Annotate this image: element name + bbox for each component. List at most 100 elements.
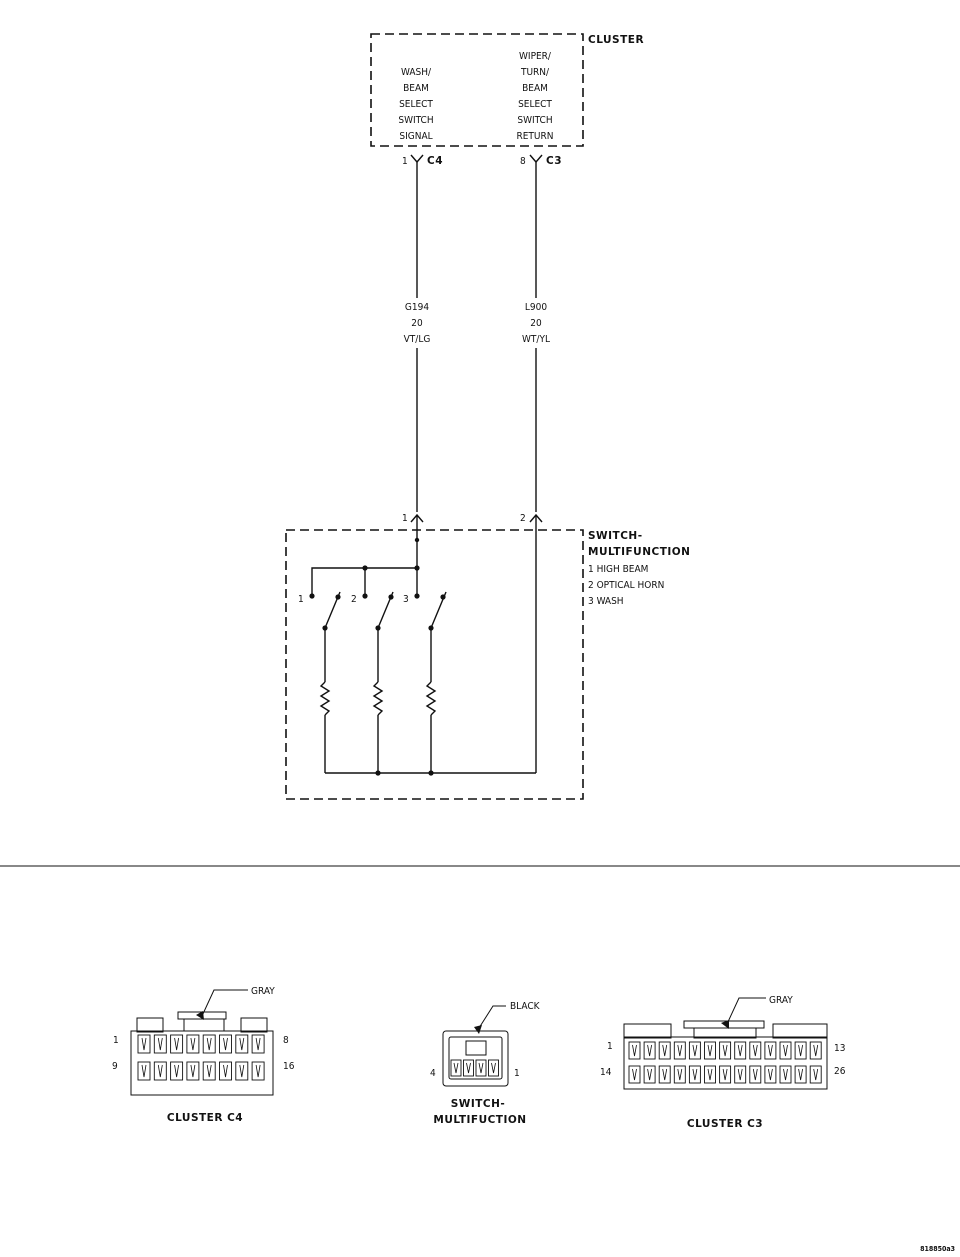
switch-contact-high-beam [309,591,341,773]
connector-cavity [643,1065,656,1084]
connector-cavity [719,1065,732,1084]
wire-g194: G194 20 VT/LG [404,162,431,512]
svg-text:16: 16 [283,1061,295,1072]
svg-text:1: 1 [607,1041,613,1052]
c4-cavities [137,1034,265,1081]
connector-cavity [475,1059,487,1077]
connector-cavity [186,1034,200,1054]
connector-cavity [658,1065,671,1084]
svg-text:BEAM: BEAM [522,83,548,94]
mf-name-1: SWITCH- [451,1098,506,1110]
switch-pin-1: 1 [402,513,408,524]
svg-text:14: 14 [600,1067,612,1078]
switch-title: SWITCH- MULTIFUNCTION [588,530,690,558]
wire-g194-label: G194 20 VT/LG [404,302,431,345]
connector-cavity [643,1041,656,1060]
connector-cavity [704,1041,716,1060]
connector-cavity [202,1034,216,1054]
cluster-left-signal-label: WASH/ BEAM SELECT SWITCH SIGNAL [398,67,433,142]
connector-cavity [809,1041,822,1060]
mf-cavities [450,1059,499,1077]
switch-multifunction: 1 2 SWITCH- MULTIFUNCTION 1 HIGH BEAM 2 … [285,513,690,800]
connector-cavity [749,1041,762,1060]
c3-cavities [628,1041,822,1084]
connector-cavity [734,1041,747,1060]
connector-cavity [794,1041,807,1060]
connector-cavity [488,1059,499,1077]
svg-text:TURN/: TURN/ [520,67,550,78]
connector-cavity [251,1034,265,1054]
connector-cavity [673,1065,686,1084]
connector-cavity [137,1061,151,1081]
connector-cavity [251,1061,265,1081]
connector-cavity [186,1061,200,1081]
svg-text:1: 1 [514,1068,520,1079]
connector-cavity [235,1034,249,1054]
svg-text:SIGNAL: SIGNAL [399,131,432,142]
wire-l900: L900 20 WT/YL [522,162,550,512]
connector-cavity [764,1041,777,1060]
switch-pin-2: 2 [520,513,526,524]
connector-cluster-c3: GRAY 1 13 14 26 CLUSTER C3 [600,995,846,1130]
connector-cavity [809,1065,822,1084]
svg-text:1: 1 [113,1035,119,1046]
svg-text:C3: C3 [546,155,562,167]
connector-cavity [219,1034,232,1054]
svg-text:SELECT: SELECT [518,99,552,110]
cluster-c3-terminal: 8 C3 [520,154,562,167]
connector-cavity [628,1041,641,1060]
svg-text:3 WASH: 3 WASH [588,596,624,607]
wire-l900-label: L900 20 WT/YL [522,302,550,345]
connector-cavity [734,1065,747,1084]
svg-text:26: 26 [834,1066,846,1077]
connector-cavity [673,1041,686,1060]
connector-switch-multifunction: BLACK 4 1 SWITCH- MULTIFUCTION [430,1001,541,1126]
cluster-right-signal-label: WIPER/ TURN/ BEAM SELECT SWITCH RETURN [517,51,554,142]
connector-cavity [688,1065,701,1084]
connector-cavity [219,1061,232,1081]
svg-text:VT/LG: VT/LG [404,334,431,345]
c4-name: CLUSTER C4 [167,1112,243,1124]
figure-id: 818850a3 [920,1245,955,1253]
svg-text:20: 20 [530,318,542,329]
connector-cavity [235,1061,249,1081]
contact-label-1: 1 [298,594,304,605]
connector-cavity [779,1065,792,1084]
svg-text:9: 9 [112,1061,118,1072]
svg-text:1 HIGH BEAM: 1 HIGH BEAM [588,564,648,575]
c3-name: CLUSTER C3 [687,1118,763,1130]
connector-cavity [202,1061,216,1081]
svg-text:1: 1 [402,156,408,167]
svg-text:8: 8 [283,1035,289,1046]
svg-text:C4: C4 [427,155,443,167]
cluster-title: CLUSTER [588,34,644,46]
connector-cavity [704,1065,716,1084]
switch-contact-optical-horn [362,591,394,773]
connector-cavity [794,1065,807,1084]
svg-text:WIPER/: WIPER/ [519,51,552,62]
svg-text:MULTIFUNCTION: MULTIFUNCTION [588,546,690,558]
connector-cavity [153,1034,167,1054]
svg-text:WT/YL: WT/YL [522,334,550,345]
svg-text:RETURN: RETURN [517,131,554,142]
connector-cavity [170,1034,184,1054]
connector-cavity [450,1059,462,1077]
connector-cavity [749,1065,762,1084]
connector-cavity [137,1034,151,1054]
contact-label-2: 2 [351,594,357,605]
connector-cavity [628,1065,641,1084]
connector-cavity [170,1061,184,1081]
c4-color-label: GRAY [251,986,275,997]
connector-cluster-c4: GRAY 1 8 9 16 CLUSTER C4 [112,986,295,1124]
connector-cavity [719,1041,732,1060]
switch-contact-wash [414,591,447,773]
connector-cavity [658,1041,671,1060]
mf-color-label: BLACK [510,1001,541,1012]
connector-cavity [463,1059,474,1077]
svg-text:20: 20 [411,318,423,329]
switch-legend: 1 HIGH BEAM 2 OPTICAL HORN 3 WASH [588,564,664,607]
svg-text:8: 8 [520,156,526,167]
svg-text:WASH/: WASH/ [401,67,432,78]
connector-cavity [779,1041,792,1060]
